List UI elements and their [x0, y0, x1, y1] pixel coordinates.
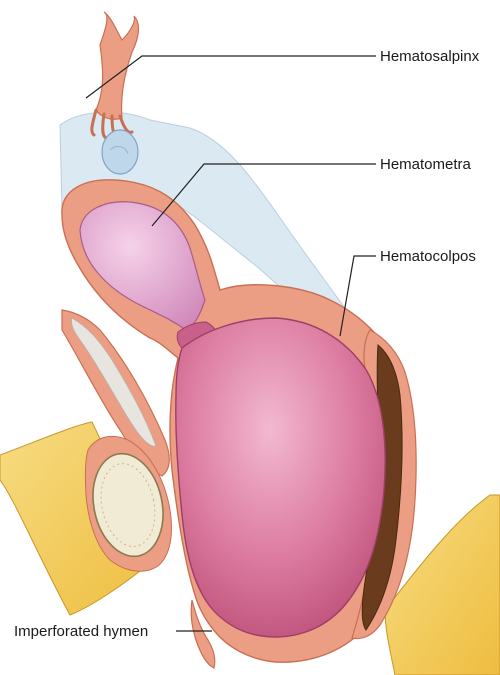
imperforated-hymen-label: Imperforated hymen [14, 623, 148, 640]
hematocolpos-cavity [176, 318, 385, 637]
fallopian-tube [96, 12, 138, 119]
hematocolpos-label: Hematocolpos [380, 248, 476, 265]
hematosalpinx-leader [86, 56, 376, 98]
ovary [102, 130, 138, 174]
hematometra-label: Hematometra [380, 156, 472, 173]
hematosalpinx-label: Hematosalpinx [380, 48, 480, 65]
